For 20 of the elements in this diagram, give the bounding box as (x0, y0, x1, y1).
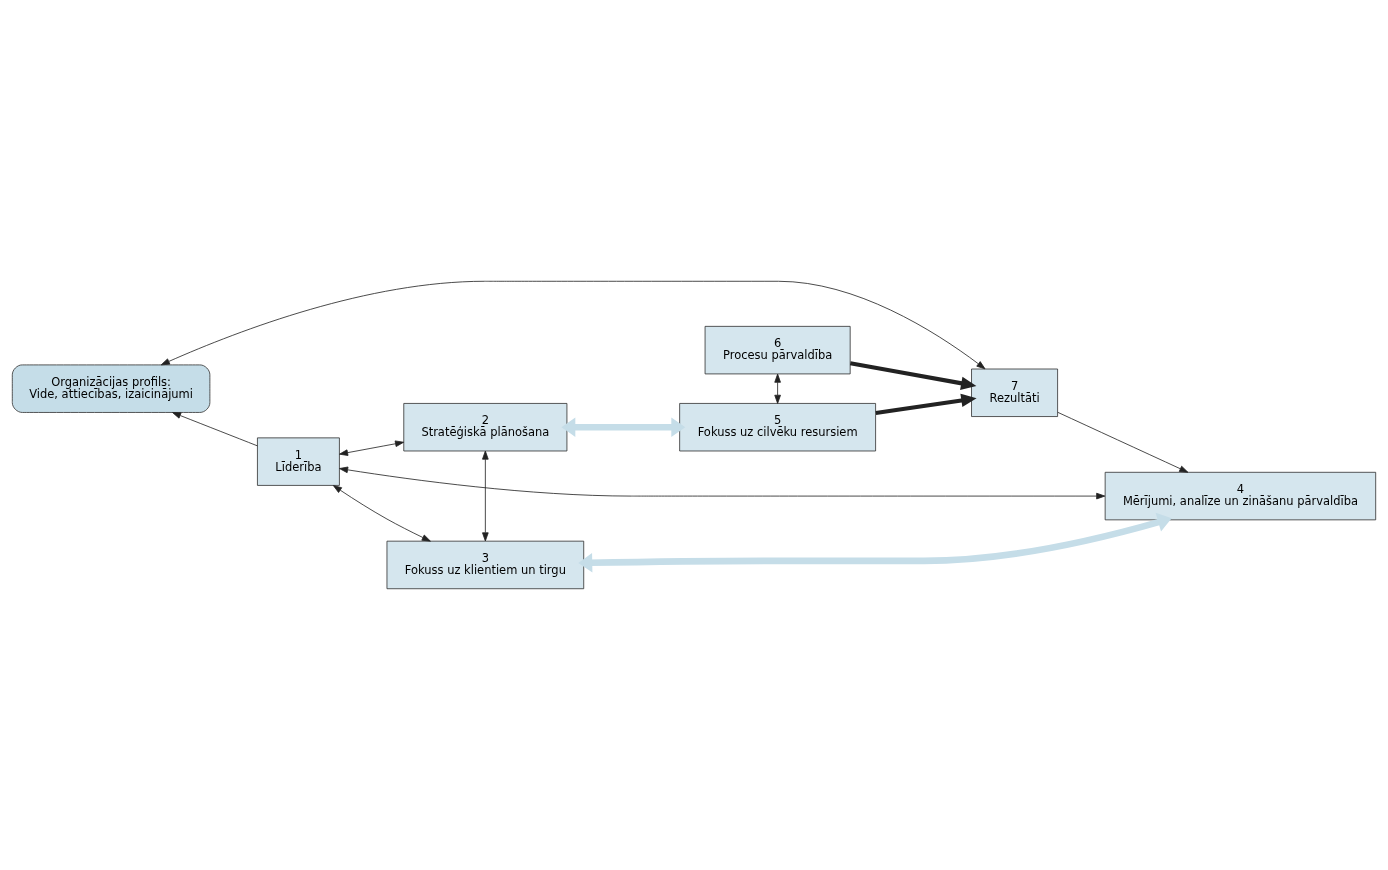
arrow (849, 361, 977, 390)
node-box: 3 Fokuss uz klientiem un tirgu (386, 540, 585, 590)
node-box: 2 Stratēģiskā plānošana (403, 403, 568, 452)
arrow (172, 412, 258, 447)
arrow (160, 280, 986, 370)
node-box: 5 Fokuss uz cilvēku resursiem (679, 403, 876, 452)
node-box: Organizācijas profils: Vide, attiecības, izaicinājumi (11, 364, 211, 413)
node-box: 4 Mērījumi, analīze un zināšanu pārvaldība (1104, 471, 1377, 521)
arrow (482, 450, 489, 542)
node-box: 1 Līderība (257, 437, 340, 486)
arrow (339, 466, 1106, 500)
arrow (332, 485, 431, 542)
arrow (774, 373, 781, 404)
arrow (875, 393, 977, 415)
arrow (578, 512, 1172, 573)
node-box: 6 Procesu pārvaldība (704, 325, 851, 375)
arrow (339, 440, 405, 456)
arrow (1057, 411, 1189, 473)
arrow (561, 417, 686, 437)
node-box: 7 Rezultāti (971, 368, 1058, 417)
